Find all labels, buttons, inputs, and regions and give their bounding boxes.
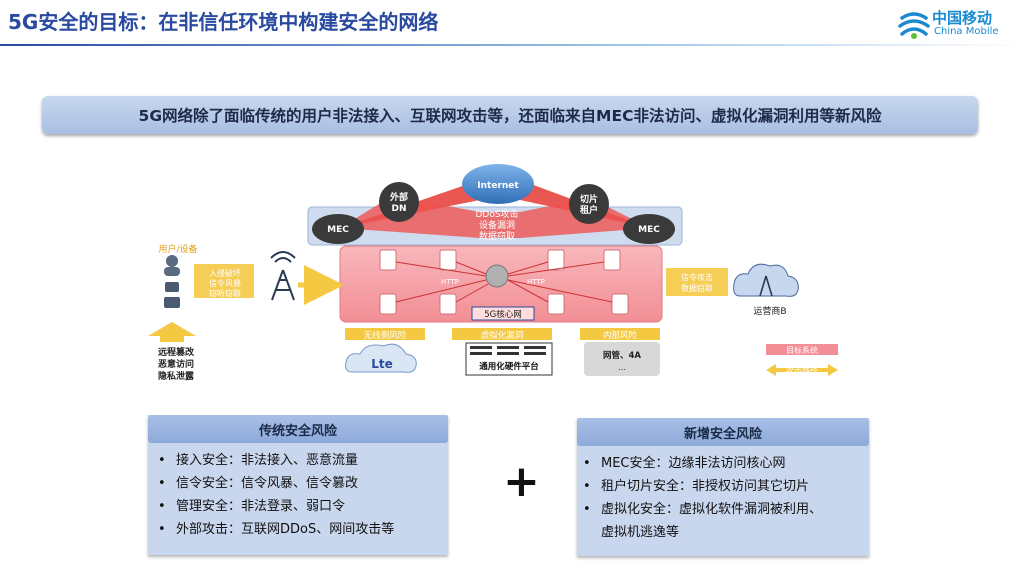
svg-text:窃听窃取: 窃听窃取 xyxy=(209,288,241,298)
legend-attack-arrow xyxy=(766,364,838,376)
list-item: 外部攻击：互联网DDoS、网间攻击等 xyxy=(152,518,394,541)
svg-text:数据窃取: 数据窃取 xyxy=(681,283,713,293)
list-item: 接入安全：非法接入、恶意流量 xyxy=(152,449,394,472)
mec-left-node xyxy=(312,214,364,244)
svg-text:信令攻击: 信令攻击 xyxy=(681,272,713,282)
svg-text:租户: 租户 xyxy=(580,204,598,216)
list-item: 信令安全：信令风暴、信令篡改 xyxy=(152,472,394,495)
svg-text:Lte: Lte xyxy=(371,357,393,371)
user-label: 用户/设备 xyxy=(158,243,197,255)
list-item: 虚拟机逃逸等 xyxy=(601,525,680,540)
core-router xyxy=(485,264,509,288)
svg-text:信令风暴: 信令风暴 xyxy=(209,278,241,288)
red-risk-2: 设备漏洞 xyxy=(479,219,515,231)
legend-target-swatch xyxy=(766,344,838,355)
svg-text:切片: 切片 xyxy=(580,193,598,205)
svg-text:MEC: MEC xyxy=(327,225,349,235)
operator-b-label: 运营商B xyxy=(753,305,786,317)
list-item: 虚拟化安全：虚拟化软件漏洞被利用、 xyxy=(577,498,822,521)
svg-text:目标系统: 目标系统 xyxy=(786,345,818,355)
logo-cn: 中国移动 xyxy=(932,9,993,27)
lte-cloud xyxy=(345,343,417,373)
traditional-risk-panel: 传统安全风险 接入安全：非法接入、恶意流量 信令安全：信令风暴、信令篡改 管理安… xyxy=(148,415,448,555)
svg-text:内部风险: 内部风险 xyxy=(603,330,638,341)
base-station-icon xyxy=(270,251,296,301)
svg-text:网管、4A: 网管、4A xyxy=(603,350,641,361)
core-label: 5G核心网 xyxy=(484,309,522,320)
svg-text:DN: DN xyxy=(391,204,406,214)
internet-node xyxy=(462,164,534,204)
operator-b-cloud xyxy=(733,263,799,297)
svg-text:虚拟化漏洞: 虚拟化漏洞 xyxy=(481,330,524,341)
slice-tenant-node xyxy=(569,184,609,224)
red-risk-1: DDoS攻击 xyxy=(475,208,518,220)
china-mobile-logo-icon xyxy=(898,12,930,39)
mec-right-node xyxy=(623,214,675,244)
plus-sign: + xyxy=(503,456,540,507)
svg-text:MEC: MEC xyxy=(638,225,660,235)
svg-text:外部: 外部 xyxy=(389,191,408,203)
list-item: MEC安全：边缘非法访问核心网 xyxy=(577,452,822,475)
new-risk-list: MEC安全：边缘非法访问核心网 租户切片安全：非授权访问其它切片 虚拟化安全：虚… xyxy=(577,452,822,544)
red-risk-3: 数据窃取 xyxy=(479,230,515,242)
svg-text:…: … xyxy=(618,363,626,372)
svg-text:入侵破坏: 入侵破坏 xyxy=(209,268,241,278)
internet-label: Internet xyxy=(477,181,519,191)
network-diagram: DDoS攻击 设备漏洞 数据窃取 Internet 外部 DN 切片 租户 ME… xyxy=(148,164,838,382)
page-title: 5G安全的目标：在非信任环境中构建安全的网络 xyxy=(8,10,439,34)
svg-text:HTTP: HTTP xyxy=(527,278,545,286)
external-dn-node xyxy=(379,182,419,222)
list-item: 管理安全：非法登录、弱口令 xyxy=(152,495,394,518)
svg-text:无线侧风险: 无线侧风险 xyxy=(364,330,407,341)
title-divider xyxy=(0,44,1024,46)
summary-banner: 5G网络除了面临传统的用户非法接入、互联网攻击等，还面临来自MEC非法访问、虚拟… xyxy=(42,96,978,134)
svg-text:远程篡改: 远程篡改 xyxy=(158,346,195,358)
svg-text:HTTP: HTTP xyxy=(441,278,459,286)
mgmt-box xyxy=(584,342,660,376)
svg-text:攻击路径: 攻击路径 xyxy=(786,365,818,375)
traditional-risk-list: 接入安全：非法接入、恶意流量 信令安全：信令风暴、信令篡改 管理安全：非法登录、… xyxy=(152,449,394,541)
traditional-risk-title: 传统安全风险 xyxy=(148,415,448,443)
svg-text:隐私泄露: 隐私泄露 xyxy=(158,370,195,382)
new-risk-panel: 新增安全风险 MEC安全：边缘非法访问核心网 租户切片安全：非授权访问其它切片 … xyxy=(577,418,869,556)
svg-text:恶意访问: 恶意访问 xyxy=(158,358,194,370)
new-risk-title: 新增安全风险 xyxy=(577,418,869,446)
svg-text:通用化硬件平台: 通用化硬件平台 xyxy=(479,361,539,372)
list-item: 租户切片安全：非授权访问其它切片 xyxy=(577,475,822,498)
logo-en: China Mobile xyxy=(934,26,999,37)
